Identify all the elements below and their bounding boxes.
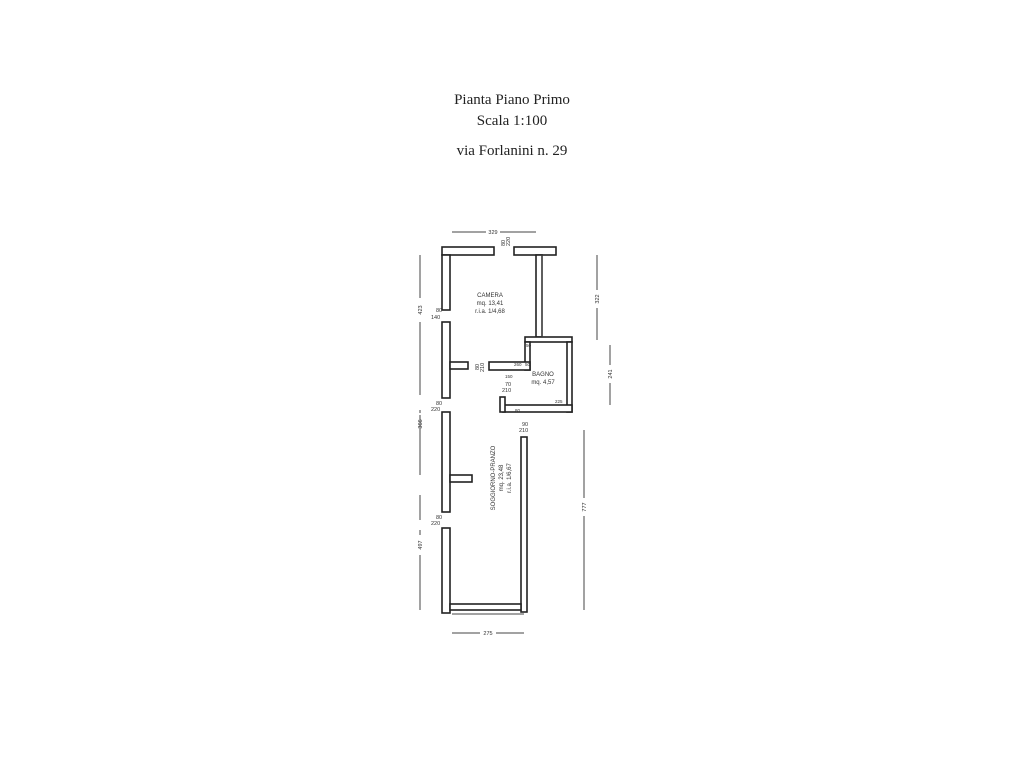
entrance-h: 210 (519, 428, 528, 434)
dim-right-upper: 322 (595, 294, 601, 303)
bagno-label-50: 50 (525, 362, 531, 367)
top-window-h: 220 (506, 237, 512, 246)
bagno-label-50b: 50 (526, 343, 532, 348)
dim-left-upper: 423 (418, 305, 424, 314)
plan-address: via Forlanini n. 29 (456, 143, 568, 159)
top-window-w: 80 (501, 240, 507, 246)
room-soggiorno-ria: r.i.a. 1/6,67 (507, 462, 513, 492)
room-camera-name: CAMERA (477, 293, 503, 299)
room-bagno-name: BAGNO (532, 372, 554, 378)
walls (441, 246, 573, 615)
bagno-door-h: 210 (502, 388, 511, 394)
dim-left-lower: 497 (418, 540, 424, 549)
left-window-low-w: 80 (436, 515, 442, 521)
entrance-w: 90 (522, 422, 528, 428)
left-window-mid-w: 80 (436, 401, 442, 407)
camera-window-h: 140 (431, 315, 440, 321)
dim-right-lower: 777 (582, 502, 588, 511)
dim-right-middle: 241 (608, 369, 614, 378)
bagno-label-260: 260 (514, 362, 522, 367)
bagno-door-w: 70 (505, 382, 511, 388)
plan-scale: Scala 1:100 (476, 113, 548, 129)
camera-window-w: 80 (436, 308, 442, 314)
plan-title: Pianta Piano Primo (454, 92, 570, 108)
room-soggiorno-name: SOGGIORNO-PRANZO (491, 445, 497, 510)
camera-door-w: 80 (475, 364, 481, 370)
dim-top: 329 (488, 230, 497, 236)
left-window-mid-h: 220 (431, 407, 440, 413)
dimension-lines (419, 231, 611, 634)
room-bagno-area: mq. 4,57 (531, 380, 555, 386)
room-camera-area: mq. 13,41 (477, 301, 504, 307)
room-camera-ria: r.i.a. 1/4,68 (475, 309, 505, 315)
left-window-low-h: 220 (431, 521, 440, 527)
bagno-label-150: 150 (505, 374, 513, 379)
room-soggiorno-area: mq. 23,48 (499, 464, 505, 491)
dim-left-middle: 366 (418, 419, 424, 428)
dim-bottom: 275 (483, 631, 492, 637)
bagno-label-225: 225 (555, 399, 563, 404)
bagno-label-80: 80 (515, 408, 521, 413)
camera-door-h: 210 (480, 363, 486, 372)
